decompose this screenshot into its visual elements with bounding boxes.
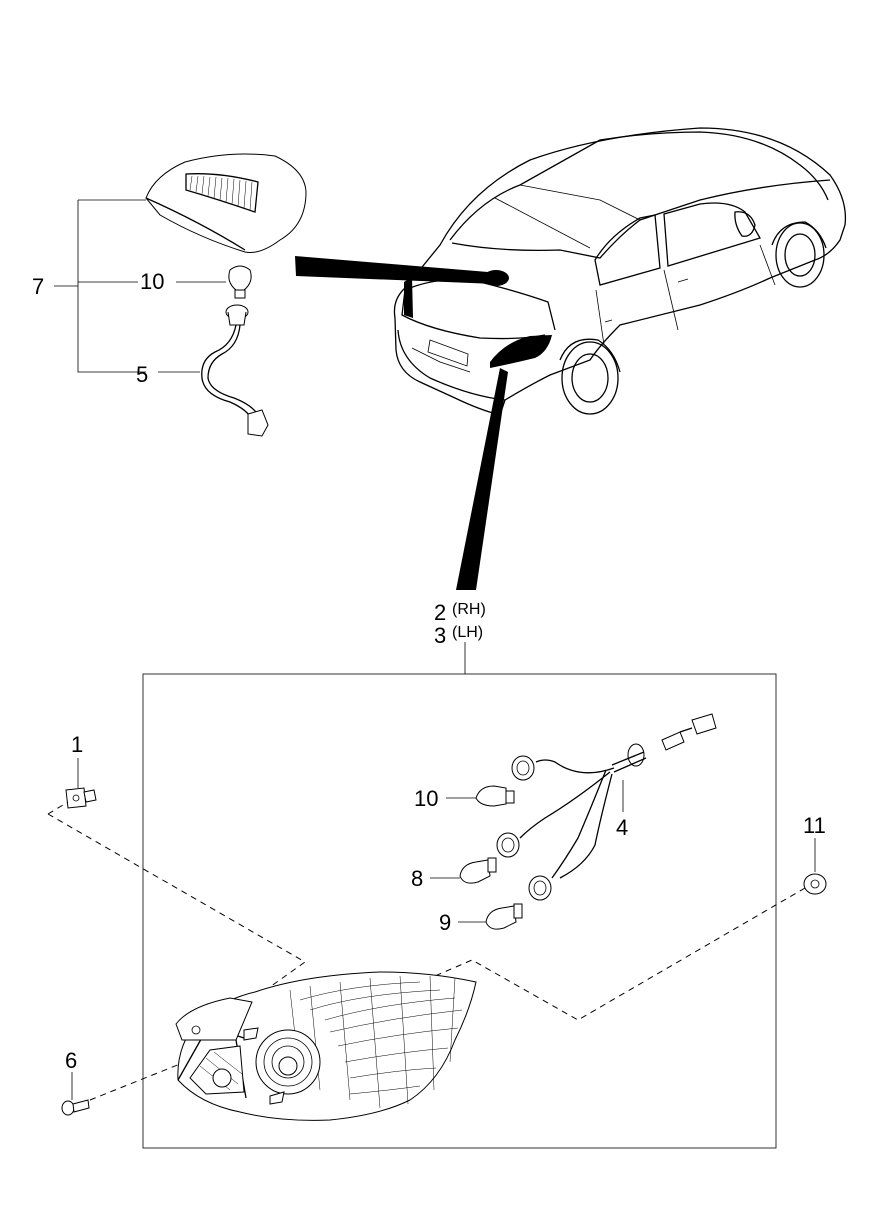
rear-combination-lamp bbox=[175, 971, 477, 1121]
callout-7: 7 bbox=[32, 274, 44, 299]
callout-3: 3 bbox=[434, 623, 446, 648]
callout-10-lower: 10 bbox=[414, 786, 438, 811]
callout-2: 2 bbox=[434, 600, 446, 625]
bulb-8 bbox=[459, 857, 497, 884]
callout-3-side: (LH) bbox=[452, 624, 483, 641]
callout-2-side: (RH) bbox=[452, 601, 486, 618]
nut-11 bbox=[803, 873, 827, 895]
callout-11: 11 bbox=[803, 813, 826, 838]
callout-9: 9 bbox=[439, 910, 451, 935]
assembly-frame bbox=[142, 673, 777, 1149]
callout-1: 1 bbox=[71, 732, 83, 757]
bulb-10-lower bbox=[475, 785, 515, 807]
callout-6: 6 bbox=[65, 1048, 77, 1073]
assembly-line-nut bbox=[434, 887, 806, 1021]
screw-6 bbox=[61, 1099, 90, 1116]
lamp-socket-harness bbox=[201, 304, 269, 437]
callout-10-upper: 10 bbox=[140, 269, 164, 294]
callout-4: 4 bbox=[616, 815, 628, 840]
assembly-line-clip bbox=[47, 801, 306, 995]
locator-wedge-lower bbox=[456, 368, 508, 590]
wedge-bulb-upper bbox=[228, 265, 252, 299]
car-illustration bbox=[393, 127, 847, 416]
high-mount-stop-lamp bbox=[145, 153, 307, 253]
wiring-harness-4 bbox=[496, 713, 717, 901]
callout-5: 5 bbox=[136, 362, 148, 387]
bracket-7 bbox=[54, 199, 146, 373]
callout-8: 8 bbox=[411, 866, 423, 891]
clip-1 bbox=[65, 787, 97, 809]
bulb-9 bbox=[485, 903, 523, 930]
locator-wedge-upper bbox=[295, 256, 496, 284]
